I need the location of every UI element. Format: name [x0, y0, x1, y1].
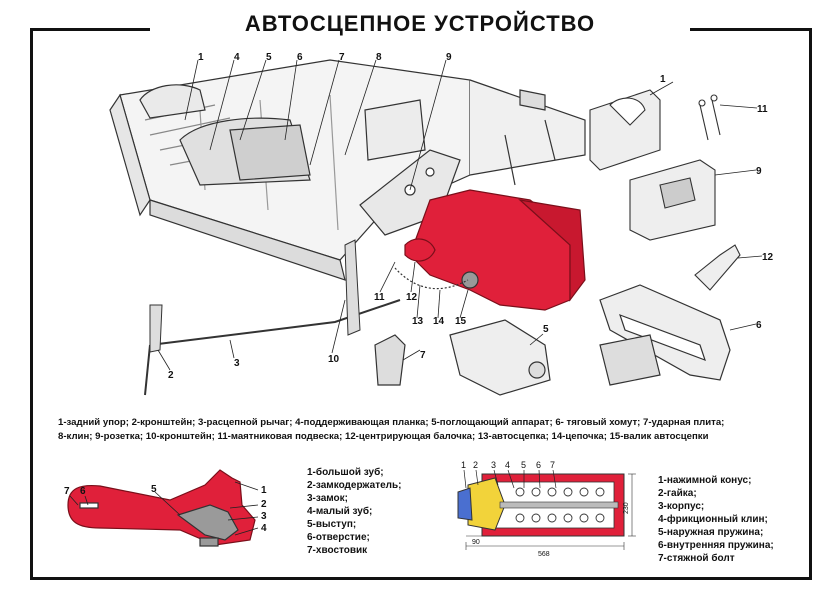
callout-13: 13: [412, 316, 424, 327]
coupler-callouts: 7 6 5 1 2 3 4: [64, 484, 267, 534]
callout-3: 3: [234, 358, 240, 369]
coupler-body-diagram: [67, 469, 256, 547]
callout-leaders: [157, 59, 763, 371]
coupler-legend-item: 7-хвостовик: [307, 545, 368, 556]
callout-part-7: 7: [420, 350, 426, 361]
callout-6: 6: [297, 52, 303, 63]
callout-14: 14: [433, 316, 445, 327]
caption-line-2: 8-клин; 9-розетка; 10-кронштейн; 11-маят…: [58, 431, 709, 442]
absorber-callouts: 1 2 3 4 5 6 7 568 90 230: [461, 460, 630, 558]
callout-part-5: 5: [543, 324, 549, 335]
coupler-legend: 1-большой зуб; 2-замкодержатель; 3-замок…: [307, 466, 402, 557]
centering-beam-part: [694, 244, 741, 291]
coupler-callout-5: 5: [151, 484, 157, 495]
callout-12: 12: [406, 292, 418, 303]
absorber-legend-item: 5-наружная пружина;: [658, 527, 764, 538]
coupler-legend-item: 4-малый зуб;: [307, 506, 373, 517]
absorber-legend-item: 3-корпус;: [658, 501, 705, 512]
callout-5: 5: [266, 52, 272, 63]
chain: [394, 267, 469, 290]
absorber-dim-width: 568: [538, 551, 550, 558]
absorber-callout-3: 3: [491, 460, 496, 470]
pendulum-part: [698, 94, 721, 141]
absorber-callout-1: 1: [461, 460, 466, 470]
callout-11: 11: [374, 292, 385, 303]
absorber-legend-item: 1-нажимной конус;: [658, 475, 752, 486]
callout-1: 1: [198, 52, 204, 63]
uncoupling-lever: [144, 239, 401, 396]
absorber-callout-2: 2: [473, 460, 478, 470]
automatic-coupler: [404, 189, 586, 311]
title-band: АВТОСЦЕПНОЕ УСТРОЙСТВО: [150, 6, 690, 42]
absorber-legend: 1-нажимной конус; 2-гайка; 3-корпус; 4-ф…: [658, 474, 774, 565]
callout-part-12: 12: [762, 252, 774, 263]
coupler-callout-4: 4: [261, 523, 267, 534]
callout-part-1: 1: [660, 74, 666, 85]
callout-part-11: 11: [757, 104, 768, 115]
caption-line-1: 1-задний упор; 2-кронштейн; 3-расцепной …: [58, 417, 725, 428]
callout-10: 10: [328, 354, 340, 365]
coupler-callout-6: 6: [80, 486, 86, 497]
callout-2: 2: [168, 370, 174, 381]
absorber-section-diagram: [457, 469, 636, 550]
absorber-part: [449, 319, 551, 396]
rosette-part: [629, 159, 716, 241]
callout-4: 4: [234, 52, 240, 63]
coupler-callout-3: 3: [261, 511, 267, 522]
callout-8: 8: [376, 52, 382, 63]
main-callouts: 1 4 5 6 7 8 9 1 11 9 12 6 5 7 10 11 12 1…: [168, 52, 774, 381]
callout-9: 9: [446, 52, 452, 63]
yoke-part: [599, 284, 731, 386]
coupler-legend-item: 3-замок;: [307, 493, 349, 504]
absorber-dim-height: 230: [623, 502, 630, 514]
coupler-callout-1: 1: [261, 485, 267, 496]
callout-7: 7: [339, 52, 345, 63]
absorber-callout-7: 7: [550, 460, 555, 470]
absorber-callout-4: 4: [505, 460, 510, 470]
coupler-callout-7: 7: [64, 486, 70, 497]
rear-stop-part: [589, 89, 661, 171]
coupler-leaders: [69, 481, 259, 536]
wedge-part: [374, 334, 406, 386]
absorber-dim-offset: 90: [472, 539, 480, 546]
absorber-callout-5: 5: [521, 460, 526, 470]
page-title: АВТОСЦЕПНОЕ УСТРОЙСТВО: [244, 11, 596, 36]
absorber-legend-item: 4-фрикционный клин;: [658, 514, 768, 525]
callout-15: 15: [455, 316, 467, 327]
callout-part-6: 6: [756, 320, 762, 331]
absorber-legend-item: 6-внутренняя пружина;: [658, 540, 774, 551]
coupler-legend-item: 2-замкодержатель;: [307, 480, 402, 491]
coupler-legend-item: 1-большой зуб;: [307, 467, 384, 478]
coupler-legend-item: 5-выступ;: [307, 519, 357, 530]
absorber-callout-6: 6: [536, 460, 541, 470]
absorber-legend-item: 2-гайка;: [658, 488, 697, 499]
callout-part-9: 9: [756, 166, 762, 177]
coupler-legend-item: 6-отверстие;: [307, 532, 370, 543]
absorber-legend-item: 7-стяжной болт: [658, 553, 735, 564]
coupler-callout-2: 2: [261, 499, 267, 510]
